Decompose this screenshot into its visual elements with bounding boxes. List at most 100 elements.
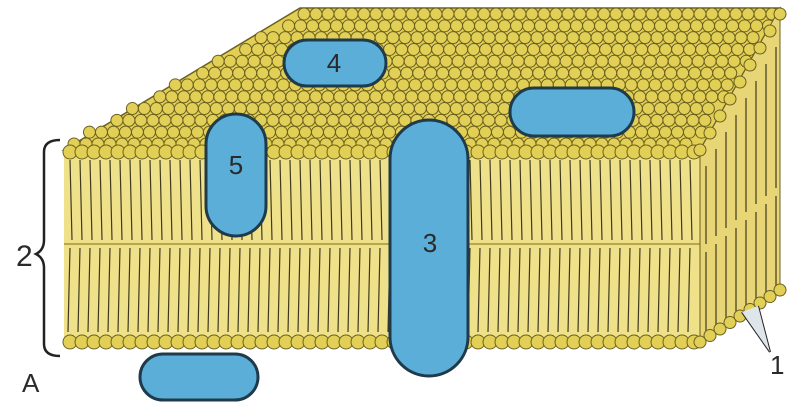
lipid-head	[432, 43, 444, 55]
lipid-head	[727, 20, 739, 32]
lipid-head	[487, 20, 499, 32]
lipid-head	[739, 20, 751, 32]
lipid-head	[138, 103, 150, 115]
lipid-head	[370, 91, 382, 103]
lipid-head	[155, 126, 167, 138]
side-lipid-head	[704, 127, 716, 139]
lipid-head	[174, 103, 186, 115]
lipid-head	[754, 8, 766, 20]
lipid-head	[608, 55, 620, 67]
lipid-head	[548, 55, 560, 67]
lipid-head	[334, 91, 346, 103]
lipid-head	[428, 55, 440, 67]
lipid-head	[397, 79, 409, 91]
lipid-head	[347, 126, 359, 138]
lipid-head	[415, 20, 427, 32]
lipid-head	[687, 114, 699, 126]
lipid-head	[171, 114, 183, 126]
lipid-head	[402, 103, 414, 115]
lipid-head	[303, 114, 315, 126]
lipid-head	[500, 55, 512, 67]
protein-right-surface	[510, 88, 634, 136]
label-2: 2	[16, 240, 33, 273]
lipid-head	[701, 67, 713, 79]
lipid-head	[486, 103, 498, 115]
lipid-head	[322, 8, 334, 20]
lipid-head	[547, 20, 559, 32]
lipid-head	[659, 126, 671, 138]
lipid-head	[269, 67, 281, 79]
lipid-head	[516, 43, 528, 55]
lipid-head	[375, 32, 387, 44]
lipid-head	[538, 8, 550, 20]
lipid-head	[359, 126, 371, 138]
lipid-head	[711, 32, 723, 44]
lipid-head	[449, 67, 461, 79]
lipid-head	[131, 126, 143, 138]
lipid-head	[167, 126, 179, 138]
lipid-head	[181, 79, 193, 91]
lipid-head	[521, 67, 533, 79]
lipid-head	[732, 43, 744, 55]
lipid-head	[747, 32, 759, 44]
side-lipid-head	[744, 59, 756, 71]
lipid-head	[483, 32, 495, 44]
lipid-head	[666, 103, 678, 115]
lipid-head	[248, 55, 260, 67]
lipid-head	[425, 67, 437, 79]
lipid-head	[567, 32, 579, 44]
lipid-head	[378, 103, 390, 115]
side-lipid-head	[764, 25, 776, 37]
lipid-head	[751, 20, 763, 32]
lipid-head	[535, 20, 547, 32]
lipid-head	[423, 32, 435, 44]
lipid-head	[639, 114, 651, 126]
lipid-head	[503, 126, 515, 138]
lipid-head	[260, 55, 272, 67]
lipid-head	[574, 8, 586, 20]
lipid-head	[735, 32, 747, 44]
lipid-head	[715, 20, 727, 32]
lipid-head	[334, 8, 346, 20]
lipid-head	[678, 103, 690, 115]
lipid-head	[351, 114, 363, 126]
lipid-head	[624, 43, 636, 55]
lipid-head	[198, 103, 210, 115]
lipid-head	[295, 20, 307, 32]
lipid-head	[229, 79, 241, 91]
lipid-head	[306, 103, 318, 115]
lipid-head	[447, 32, 459, 44]
lipid-head	[479, 126, 491, 138]
lipid-head	[696, 43, 708, 55]
lipid-head	[471, 114, 483, 126]
lipid-head	[439, 20, 451, 32]
lipid-head	[660, 43, 672, 55]
lipid-head	[634, 8, 646, 20]
lipid-head	[370, 8, 382, 20]
lipid-head	[620, 55, 632, 67]
lipid-head	[507, 32, 519, 44]
lipid-head	[119, 126, 131, 138]
label-1: 1	[770, 350, 784, 380]
lipid-head	[720, 43, 732, 55]
lipid-head	[512, 55, 524, 67]
lipid-head	[490, 8, 502, 20]
lipid-head	[469, 79, 481, 91]
lipid-head	[708, 43, 720, 55]
lipid-head	[625, 79, 637, 91]
lipid-head	[706, 8, 718, 20]
lipid-head	[651, 32, 663, 44]
lipid-head	[467, 126, 479, 138]
lipid-head	[331, 20, 343, 32]
lipid-head	[509, 67, 521, 79]
lipid-head	[382, 91, 394, 103]
lipid-head	[240, 43, 252, 55]
lipid-head	[552, 43, 564, 55]
lipid-head	[95, 126, 107, 138]
lipid-head	[485, 67, 497, 79]
lipid-head	[491, 126, 503, 138]
lipid-head	[649, 79, 661, 91]
lipid-head	[687, 32, 699, 44]
lipid-head	[209, 67, 221, 79]
lipid-head	[123, 114, 135, 126]
